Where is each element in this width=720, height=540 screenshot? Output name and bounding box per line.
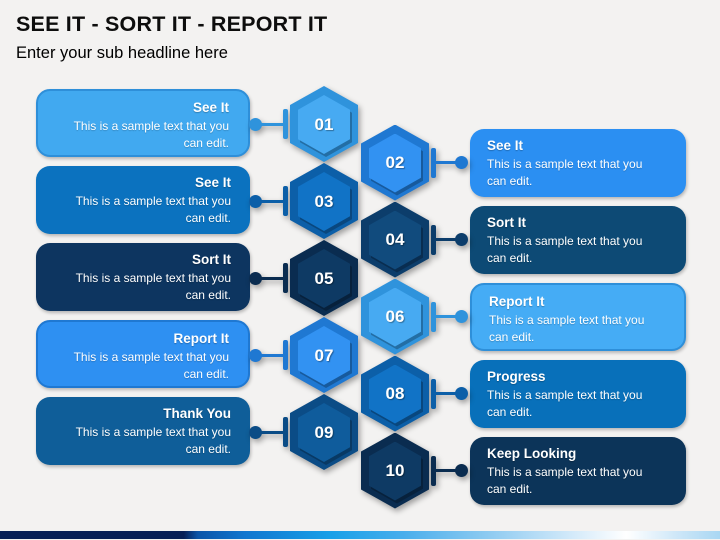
hexagon-number: 08 bbox=[385, 384, 405, 403]
connector-bar bbox=[283, 417, 288, 447]
box-title: See It bbox=[194, 175, 231, 190]
box-body: This is a sample text that you can edit. bbox=[75, 271, 231, 302]
connector-bar bbox=[283, 340, 288, 370]
box-body: This is a sample text that you can edit. bbox=[489, 313, 645, 344]
footer-gradient-bar bbox=[0, 531, 720, 539]
hexagon-number: 09 bbox=[314, 422, 334, 442]
hexagon-number: 05 bbox=[314, 268, 334, 288]
box-body: This is a sample text that you can edit. bbox=[75, 194, 231, 225]
hexagon-number: 10 bbox=[385, 461, 405, 480]
connector-dot bbox=[249, 348, 262, 362]
box-title: Sort It bbox=[192, 252, 231, 267]
info-box-left-3: Sort It This is a sample text that you c… bbox=[36, 243, 250, 311]
box-title: Keep Looking bbox=[487, 446, 577, 461]
hexagon-06: 06 bbox=[361, 278, 468, 355]
connector-dot bbox=[455, 156, 468, 169]
box-title: Thank You bbox=[163, 406, 231, 421]
hexagon-inner: 06 bbox=[369, 287, 421, 347]
box-body: This is a sample text that you can edit. bbox=[487, 234, 643, 265]
hexagon-09: 09 bbox=[249, 394, 358, 470]
page-title: SEE IT - SORT IT - REPORT IT bbox=[16, 12, 328, 36]
connector-line bbox=[257, 199, 283, 203]
page-subtitle: Enter your sub headline here bbox=[16, 44, 228, 62]
connector-line bbox=[257, 353, 283, 357]
info-box-right-3: Report It This is a sample text that you… bbox=[470, 283, 686, 351]
hexagon-inner: 05 bbox=[298, 249, 350, 308]
info-box-right-5: Keep Looking This is a sample text that … bbox=[470, 437, 686, 505]
info-box-left-5: Thank You This is a sample text that you… bbox=[36, 397, 250, 465]
box-title: See It bbox=[192, 100, 229, 115]
hexagon-inner: 10 bbox=[369, 441, 421, 501]
connector-bar bbox=[283, 109, 288, 139]
connector-line bbox=[257, 122, 283, 126]
connector-line bbox=[436, 469, 460, 472]
connector-line bbox=[436, 238, 460, 241]
hexagon-number: 07 bbox=[314, 345, 334, 365]
hexagon-10: 10 bbox=[361, 432, 468, 509]
connector-line bbox=[436, 315, 460, 318]
connector-bar bbox=[431, 224, 436, 255]
connector-bar bbox=[431, 301, 436, 332]
connector-dot bbox=[249, 194, 262, 208]
hexagon-05: 05 bbox=[249, 240, 358, 316]
hexagon-04: 04 bbox=[361, 201, 468, 278]
info-box-right-4: Progress This is a sample text that you … bbox=[470, 360, 686, 428]
box-body: This is a sample text that you can edit. bbox=[75, 425, 231, 456]
connector-bar bbox=[431, 378, 436, 409]
hexagon-number: 02 bbox=[385, 153, 405, 172]
box-body: This is a sample text that you can edit. bbox=[73, 119, 229, 150]
hexagon-number: 01 bbox=[314, 114, 334, 134]
connector-bar bbox=[283, 263, 288, 293]
info-box-left-4: Report It This is a sample text that you… bbox=[36, 320, 250, 388]
hexagon-number: 04 bbox=[385, 230, 405, 249]
info-box-left-1: See It This is a sample text that you ca… bbox=[36, 89, 250, 157]
hexagon-number: 06 bbox=[385, 307, 405, 326]
connector-dot bbox=[455, 233, 468, 246]
info-box-right-1: See It This is a sample text that you ca… bbox=[470, 129, 686, 197]
hexagon-07: 07 bbox=[249, 317, 358, 393]
info-box-right-2: Sort It This is a sample text that you c… bbox=[470, 206, 686, 274]
connector-dot bbox=[455, 310, 468, 323]
connector-line bbox=[257, 276, 283, 280]
box-title: Report It bbox=[489, 294, 545, 309]
box-body: This is a sample text that you can edit. bbox=[487, 157, 643, 188]
info-box-left-2: See It This is a sample text that you ca… bbox=[36, 166, 250, 234]
hexagon-08: 08 bbox=[361, 355, 468, 432]
connector-dot bbox=[249, 425, 262, 439]
connector-line bbox=[436, 161, 460, 164]
connector-dot bbox=[249, 117, 262, 131]
hexagon-inner: 07 bbox=[298, 326, 350, 385]
hexagon-01: 01 bbox=[249, 86, 358, 162]
box-title: Sort It bbox=[487, 215, 526, 230]
hexagon-inner: 09 bbox=[298, 403, 350, 462]
box-body: This is a sample text that you can edit. bbox=[487, 465, 643, 496]
connector-line bbox=[257, 430, 283, 434]
hexagon-number: 03 bbox=[314, 191, 334, 211]
connector-bar bbox=[283, 186, 288, 216]
connector-bar bbox=[431, 455, 436, 486]
box-title: See It bbox=[487, 138, 524, 153]
hexagon-02: 02 bbox=[361, 124, 468, 201]
connector-dot bbox=[249, 271, 262, 285]
connector-dot bbox=[455, 464, 468, 477]
hexagon-inner: 08 bbox=[369, 364, 421, 424]
hexagon-03: 03 bbox=[249, 163, 358, 239]
box-body: This is a sample text that you can edit. bbox=[73, 350, 229, 381]
connector-bar bbox=[431, 147, 436, 178]
connector-line bbox=[436, 392, 460, 395]
box-title: Report It bbox=[173, 331, 230, 346]
box-title: Progress bbox=[487, 369, 546, 384]
box-body: This is a sample text that you can edit. bbox=[487, 388, 643, 419]
connector-dot bbox=[455, 387, 468, 400]
